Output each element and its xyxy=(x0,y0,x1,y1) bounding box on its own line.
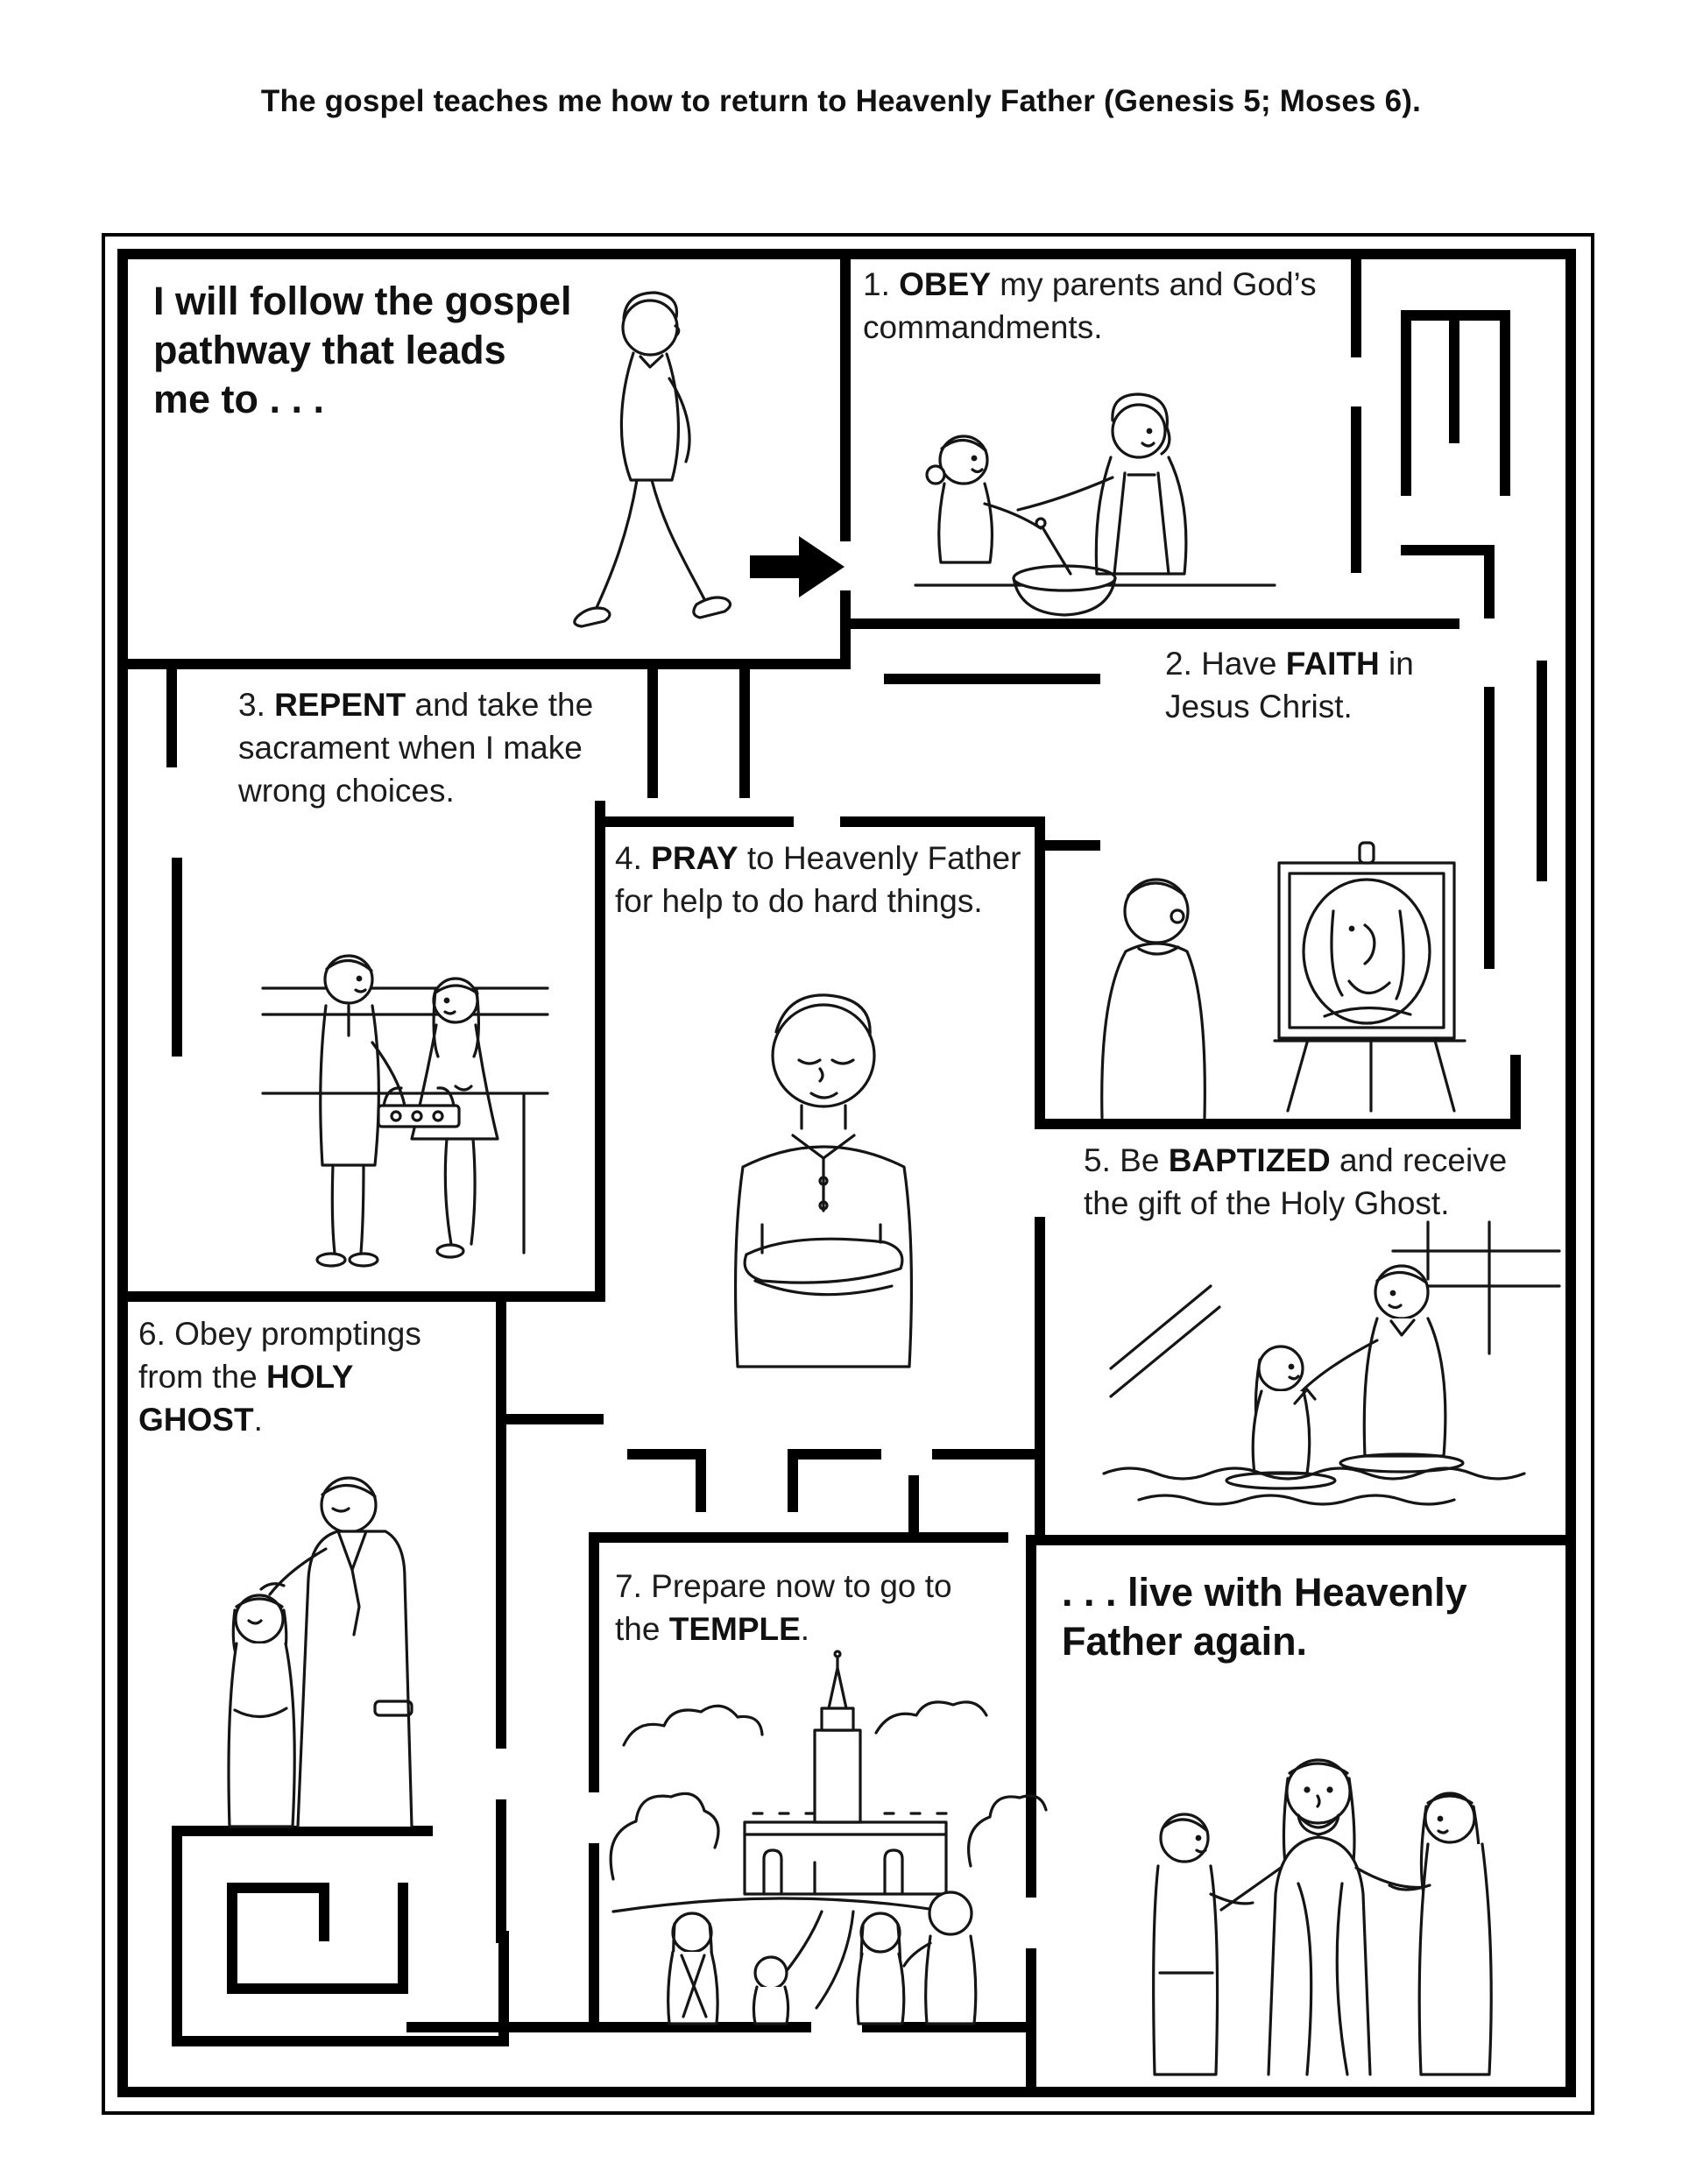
step-2-keyword: FAITH xyxy=(1285,646,1380,682)
end-text: . . . live with Heavenly Father again. xyxy=(1062,1570,1467,1664)
step-3-text: 3. REPENT and take the sacrament when I … xyxy=(238,683,606,813)
page-border xyxy=(102,233,1594,2115)
step-2-post: in Jesus Christ. xyxy=(1165,646,1414,725)
step-6-keyword: HOLY GHOST xyxy=(138,1359,353,1438)
jesus-with-children-illustration xyxy=(1152,1758,1493,2076)
step-3-keyword: REPENT xyxy=(274,687,406,723)
start-text: I will follow the gospel pathway that le… xyxy=(153,279,572,421)
step-5-keyword: BAPTIZED xyxy=(1168,1142,1331,1178)
step-7-post: . xyxy=(800,1611,810,1648)
step-5-pre: 5. Be xyxy=(1084,1142,1169,1178)
boy-praying-arms-folded-illustration xyxy=(733,993,914,1368)
step-6-text: 6. Obey promptings from the HOLY GHOST. xyxy=(138,1312,454,1442)
step-6-pre: 6. Obey promptings from the xyxy=(138,1316,421,1396)
step-7-keyword: TEMPLE xyxy=(668,1611,801,1648)
step-1-text: 1. OBEY my parents and God’s commandment… xyxy=(863,263,1340,349)
step-1-post: my parents and God’s commandments. xyxy=(863,266,1317,346)
step-2-pre: 2. Have xyxy=(1165,646,1286,682)
arrow-right-icon xyxy=(750,536,845,597)
step-7-pre: 7. Prepare now to go to the xyxy=(615,1568,952,1648)
girl-receiving-confirmation-blessing-illustration xyxy=(227,1476,413,1828)
step-3-post: and take the sacrament when I make wrong… xyxy=(238,687,594,809)
step-4-keyword: PRAY xyxy=(651,840,739,876)
girl-being-baptized-illustration xyxy=(1102,1220,1561,1506)
step-4-pre: 4. xyxy=(615,840,652,876)
step-3-pre: 3. xyxy=(238,687,275,723)
step-1-pre: 1. xyxy=(863,266,900,302)
step-4-text: 4. PRAY to Heavenly Father for help to d… xyxy=(615,837,1027,922)
step-2-text: 2. Have FAITH in Jesus Christ. xyxy=(1165,642,1472,728)
step-5-text: 5. Be BAPTIZED and receive the gift of t… xyxy=(1084,1139,1539,1225)
maze-walls xyxy=(117,249,1576,2097)
children-passing-sacrament-illustration xyxy=(261,954,549,1268)
mother-and-daughter-cooking-illustration xyxy=(914,392,1276,617)
step-4-post: to Heavenly Father for help to do hard t… xyxy=(615,840,1021,920)
walking-boy-illustration xyxy=(573,291,732,628)
step-1-keyword: OBEY xyxy=(899,266,991,302)
page-title: The gospel teaches me how to return to H… xyxy=(260,84,1422,118)
family-walking-to-temple-illustration xyxy=(609,1650,1048,2025)
step-6-post: . xyxy=(253,1402,263,1438)
step-7-text: 7. Prepare now to go to the TEMPLE. xyxy=(615,1565,1000,1650)
boy-looking-at-painting-of-jesus-illustration xyxy=(1100,841,1466,1120)
step-5-post: and receive the gift of the Holy Ghost. xyxy=(1084,1142,1508,1222)
